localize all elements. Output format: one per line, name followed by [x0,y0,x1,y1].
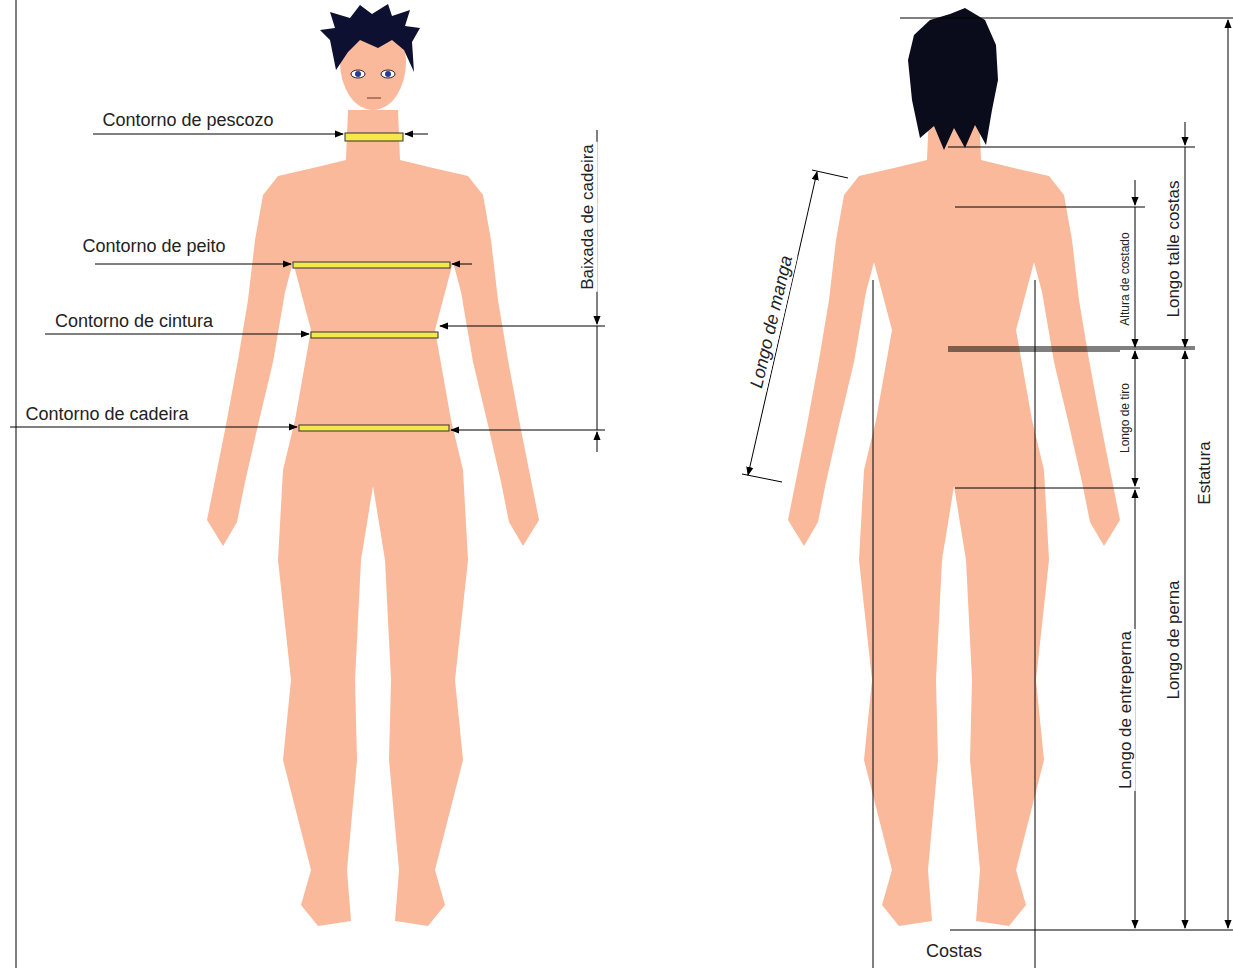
measurement-label: Baixada de cadeira [579,142,598,292]
measurement-label: Longo de perna [1165,578,1184,701]
measurement-label: Contorno de cadeira [23,405,190,425]
measurement-label: Longo de tiro [1119,381,1132,455]
measurement-label: Longo de entreperna [1117,629,1136,791]
measurement-label: Contorno de pescozo [100,111,275,131]
measurement-label: Longo talle costas [1165,178,1184,319]
measurement-label: Altura de costado [1119,230,1132,327]
measurement-label: Contorno de cintura [53,312,215,332]
measurement-label: Contorno de peito [80,237,227,257]
measurement-label: Costas [924,942,984,962]
measurement-label: Estatura [1196,439,1215,506]
